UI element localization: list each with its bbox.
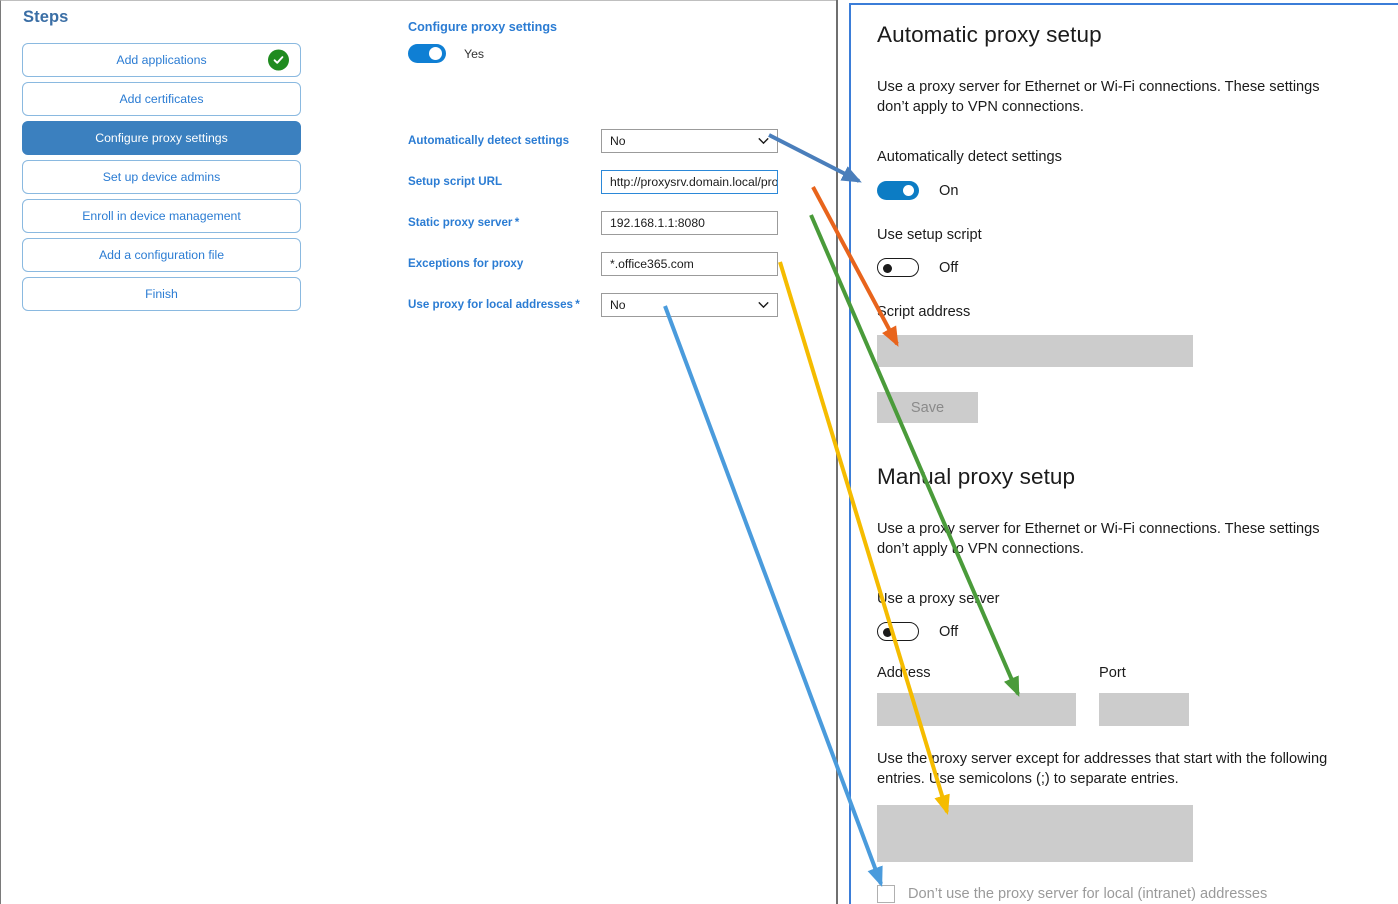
toggle-knob — [883, 628, 892, 637]
input-value: *.office365.com — [610, 257, 694, 271]
field-label-text: Static proxy server — [408, 216, 513, 229]
manual-proxy-description: Use a proxy server for Ethernet or Wi-Fi… — [877, 521, 1320, 558]
check-circle-icon — [268, 49, 289, 71]
field-row-setup-script-url: Setup script URL http://proxysrv.domain.… — [337, 170, 836, 211]
save-button[interactable]: Save — [877, 392, 978, 423]
steps-list: Add applications Add certificates Config… — [22, 43, 301, 316]
input-value: http://proxysrv.domain.local/proxy.pa — [610, 175, 778, 189]
step-label: Finish — [145, 287, 178, 301]
field-label-text: Exceptions for proxy — [408, 257, 524, 270]
auto-detect-settings-toggle-row: On — [877, 181, 958, 200]
toggle-knob — [903, 185, 914, 196]
use-proxy-for-local-addresses-select[interactable]: No — [601, 293, 778, 317]
field-label-text: Automatically detect settings — [408, 134, 570, 147]
select-value: No — [610, 298, 626, 312]
use-setup-script-toggle-row: Off — [877, 258, 958, 277]
auto-detect-settings-toggle[interactable] — [877, 181, 919, 200]
use-a-proxy-server-toggle[interactable] — [877, 622, 919, 641]
exceptions-for-proxy-input[interactable]: *.office365.com — [601, 252, 778, 276]
steps-panel: Steps Add applications Add certificates … — [0, 0, 337, 904]
windows-settings-proxy-panel: Automatic proxy setup Use a proxy server… — [851, 5, 1398, 904]
auto-detect-settings-state: On — [939, 182, 959, 199]
field-label-text: Use proxy for local addresses — [408, 298, 573, 311]
auto-detect-settings-label: Automatically detect settings — [877, 149, 1062, 165]
configure-proxy-toggle[interactable] — [408, 44, 446, 63]
bypass-local-addresses-label: Don’t use the proxy server for local (in… — [908, 886, 1268, 902]
automatic-proxy-heading: Automatic proxy setup — [877, 22, 1102, 47]
panel-divider — [836, 0, 838, 904]
field-label: Setup script URL — [408, 175, 502, 188]
step-label: Add applications — [116, 53, 207, 67]
step-label: Add certificates — [119, 92, 204, 106]
step-finish[interactable]: Finish — [22, 277, 301, 311]
use-a-proxy-server-toggle-row: Off — [877, 622, 958, 641]
step-add-applications[interactable]: Add applications — [22, 43, 301, 77]
port-input[interactable] — [1099, 693, 1189, 726]
toggle-knob — [883, 264, 892, 273]
exceptions-description: Use the proxy server except for addresse… — [877, 751, 1328, 788]
automatically-detect-settings-select[interactable]: No — [601, 129, 778, 153]
required-asterisk: * — [512, 216, 520, 229]
select-value: No — [610, 134, 626, 148]
step-configure-proxy-settings[interactable]: Configure proxy settings — [22, 121, 301, 155]
step-add-a-configuration-file[interactable]: Add a configuration file — [22, 238, 301, 272]
field-row-automatically-detect-settings: Automatically detect settings No — [337, 129, 836, 170]
proxy-form-panel: Configure proxy settings Yes Automatical… — [337, 0, 836, 904]
use-setup-script-toggle[interactable] — [877, 258, 919, 277]
required-asterisk: * — [572, 298, 580, 311]
field-label-text: Setup script URL — [408, 175, 503, 188]
form-title: Configure proxy settings — [408, 20, 558, 34]
field-label: Automatically detect settings — [408, 134, 569, 147]
step-label: Add a configuration file — [98, 248, 225, 262]
use-a-proxy-server-label: Use a proxy server — [877, 591, 1000, 607]
bypass-local-addresses-row: Don’t use the proxy server for local (in… — [877, 885, 1267, 903]
use-setup-script-label: Use setup script — [877, 227, 982, 243]
step-label: Enroll in device management — [82, 209, 241, 223]
step-set-up-device-admins[interactable]: Set up device admins — [22, 160, 301, 194]
address-label: Address — [877, 665, 931, 681]
use-setup-script-state: Off — [939, 259, 959, 276]
field-label: Exceptions for proxy — [408, 257, 523, 270]
address-input[interactable] — [877, 693, 1076, 726]
chevron-down-icon — [758, 301, 769, 309]
setup-script-url-input[interactable]: http://proxysrv.domain.local/proxy.pa — [601, 170, 778, 194]
step-label: Set up device admins — [102, 170, 221, 184]
step-enroll-in-device-management[interactable]: Enroll in device management — [22, 199, 301, 233]
chevron-down-icon — [758, 137, 769, 145]
field-row-use-proxy-for-local-addresses: Use proxy for local addresses * No — [337, 293, 836, 334]
automatic-proxy-description: Use a proxy server for Ethernet or Wi-Fi… — [877, 79, 1320, 116]
steps-title: Steps — [23, 8, 69, 26]
field-row-static-proxy-server: Static proxy server * 192.168.1.1:8080 — [337, 211, 836, 252]
field-label: Use proxy for local addresses * — [408, 298, 580, 311]
script-address-input[interactable] — [877, 335, 1193, 367]
port-label: Port — [1099, 665, 1126, 681]
use-a-proxy-server-state: Off — [939, 623, 959, 640]
step-label: Configure proxy settings — [95, 131, 228, 145]
toggle-knob — [429, 47, 442, 60]
input-value: 192.168.1.1:8080 — [610, 216, 705, 230]
configure-proxy-toggle-label: Yes — [464, 46, 485, 61]
field-label: Static proxy server * — [408, 216, 519, 229]
configure-proxy-toggle-row: Yes — [408, 44, 484, 63]
step-add-certificates[interactable]: Add certificates — [22, 82, 301, 116]
form-fields: Automatically detect settings No Setup s… — [337, 129, 836, 334]
static-proxy-server-input[interactable]: 192.168.1.1:8080 — [601, 211, 778, 235]
exceptions-input[interactable] — [877, 805, 1193, 862]
field-row-exceptions-for-proxy: Exceptions for proxy *.office365.com — [337, 252, 836, 293]
manual-proxy-heading: Manual proxy setup — [877, 464, 1076, 489]
script-address-label: Script address — [877, 304, 971, 320]
bypass-local-addresses-checkbox[interactable] — [877, 885, 895, 903]
